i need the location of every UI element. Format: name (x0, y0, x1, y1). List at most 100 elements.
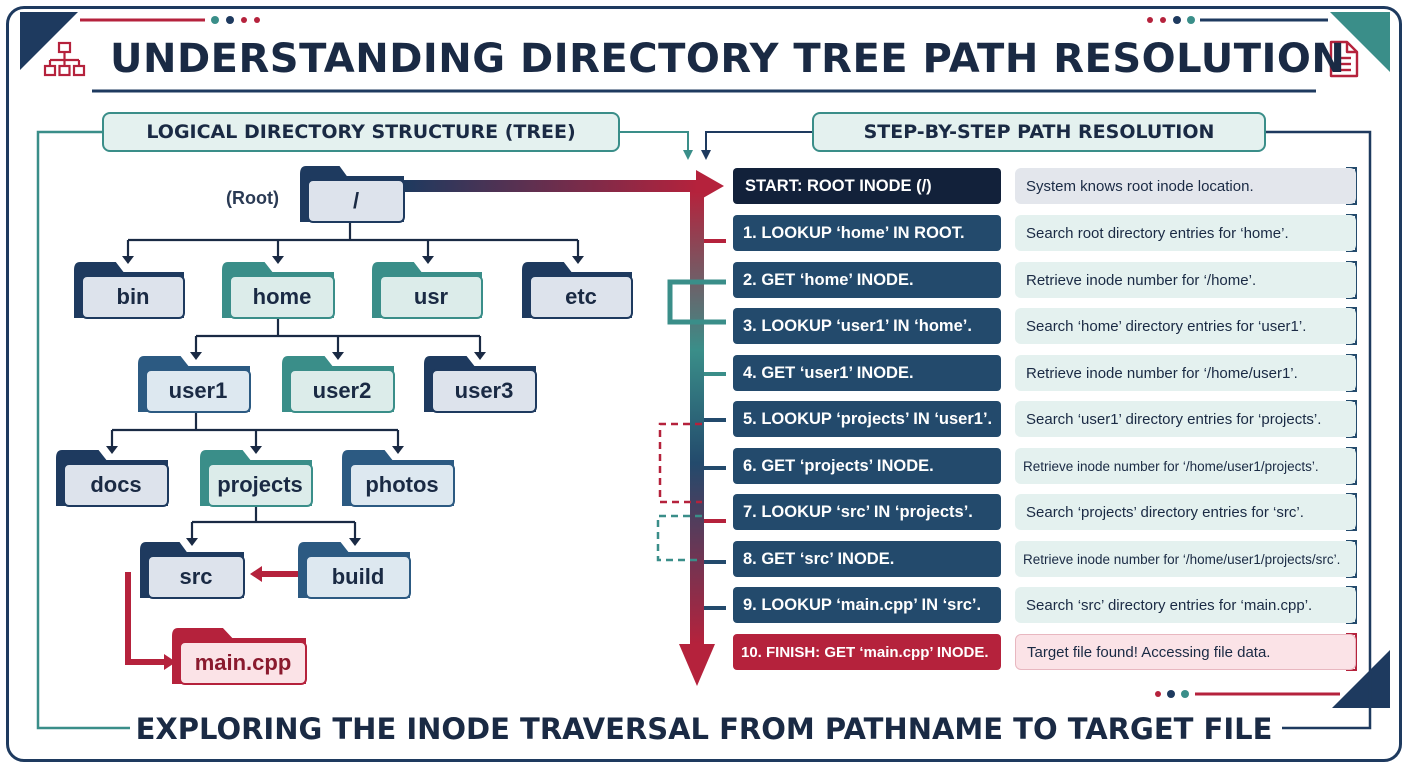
dashed-link (656, 514, 702, 562)
root-label: (Root) (226, 188, 279, 208)
step-box-3: 3. LOOKUP ‘user1’ IN ‘home’. (733, 308, 1001, 344)
folder-root[interactable] (300, 166, 405, 223)
page-subtitle: EXPLORING THE INODE TRAVERSAL FROM PATHN… (135, 712, 1273, 746)
folder-label-home: home (252, 284, 312, 309)
decor-dot (1167, 690, 1175, 698)
step-desc-10: Target file found! Accessing file data. (1015, 634, 1356, 670)
step-desc-6: Retrieve inode number for ‘/home/user1/p… (1015, 448, 1356, 484)
folder-front (145, 369, 251, 413)
folder-label-etc: etc (565, 284, 597, 309)
step-box-7: 7. LOOKUP ‘src’ IN ‘projects’. (733, 494, 1001, 530)
folder-user3[interactable] (424, 356, 537, 413)
folder-front (349, 463, 455, 507)
folder-label-user1: user1 (168, 378, 228, 403)
decor-dot (254, 17, 260, 23)
folder-src[interactable] (140, 542, 245, 599)
step-desc-3: Search ‘home’ directory entries for ‘use… (1015, 308, 1356, 344)
corner-decoration (1330, 12, 1390, 72)
root-to-start-arrow (404, 180, 698, 192)
folder-home[interactable] (222, 262, 335, 319)
folder-label-user2: user2 (312, 378, 372, 403)
connector-arrowhead (683, 150, 693, 160)
folder-label-docs: docs (90, 472, 142, 497)
step-box-4: 4. GET ‘user1’ INODE. (733, 355, 1001, 391)
folder-front (307, 179, 405, 223)
folder-front (63, 463, 169, 507)
right-section-connector (705, 131, 812, 150)
folder-label-root: / (352, 188, 360, 213)
folder-layer (56, 166, 633, 685)
step-desc-9: Search ‘src’ directory entries for ‘main… (1015, 587, 1356, 623)
decor-dot (1160, 17, 1166, 23)
folder-label-usr: usr (413, 284, 449, 309)
folder-user1[interactable] (138, 356, 251, 413)
tree-connectors (110, 222, 580, 538)
hierarchy-icon (43, 41, 86, 77)
tree-arrowheads (106, 256, 584, 546)
left-section-label: LOGICAL DIRECTORY STRUCTURE (TREE) (102, 112, 620, 152)
folder-bin[interactable] (74, 262, 185, 319)
step-desc-2: Retrieve inode number for ‘/home’. (1015, 262, 1356, 298)
folder-user2[interactable] (282, 356, 395, 413)
step-desc-8: Retrieve inode number for ‘/home/user1/p… (1015, 541, 1356, 577)
folder-front (379, 275, 483, 319)
arrowhead (164, 654, 176, 670)
step-box-10: 10. FINISH: GET ‘main.cpp’ INODE. (733, 634, 1001, 670)
left-section-connector (620, 131, 689, 150)
step-box-5: 5. LOOKUP ‘projects’ IN ‘user1’. (733, 401, 1001, 437)
step-desc-7: Search ‘projects’ directory entries for … (1015, 494, 1356, 530)
folder-label-src: src (179, 564, 213, 589)
decor-dot (226, 16, 234, 24)
folder-front (289, 369, 395, 413)
folder-front (529, 275, 633, 319)
step-box-9: 9. LOOKUP ‘main.cpp’ IN ‘src’. (733, 587, 1001, 623)
right-section-label: STEP-BY-STEP PATH RESOLUTION (812, 112, 1266, 152)
step-box-8: 8. GET ‘src’ INODE. (733, 541, 1001, 577)
left-section-frame (36, 130, 130, 730)
connector-arrowhead (701, 150, 711, 160)
folder-front (305, 555, 411, 599)
step-box-0: START: ROOT INODE (/) (733, 168, 1001, 204)
src-to-main-arrow (125, 572, 164, 665)
folder-front (229, 275, 335, 319)
folder-front (207, 463, 313, 507)
folder-front (147, 555, 245, 599)
folder-etc[interactable] (522, 262, 633, 319)
folder-label-photos: photos (365, 472, 439, 497)
right-section-frame (1266, 130, 1372, 730)
spine-arrowhead (679, 644, 715, 686)
decor-dot (1155, 691, 1161, 697)
folder-projects[interactable] (200, 450, 313, 507)
folder-build[interactable] (298, 542, 411, 599)
arrowhead (250, 566, 262, 582)
step-desc-4: Retrieve inode number for ‘/home/user1’. (1015, 355, 1356, 391)
decor-dot (1147, 17, 1153, 23)
step-box-2: 2. GET ‘home’ INODE. (733, 262, 1001, 298)
step-box-1: 1. LOOKUP ‘home’ IN ROOT. (733, 215, 1001, 251)
decor-dot (1173, 16, 1181, 24)
folder-label-bin: bin (116, 284, 150, 309)
folder-usr[interactable] (372, 262, 483, 319)
folder-label-projects: projects (217, 472, 303, 497)
folder-main[interactable] (172, 628, 307, 685)
decor-dot (241, 17, 247, 23)
folder-photos[interactable] (342, 450, 455, 507)
page-title: UNDERSTANDING DIRECTORY TREE PATH RESOLU… (110, 36, 1346, 82)
folder-front (431, 369, 537, 413)
corner-decoration (20, 12, 78, 70)
step-desc-1: Search root directory entries for ‘home’… (1015, 215, 1356, 251)
loop-connector (667, 279, 726, 325)
folder-label-user3: user3 (454, 378, 514, 403)
spine-connectors (704, 239, 726, 610)
folder-docs[interactable] (56, 450, 169, 507)
step-box-6: 6. GET ‘projects’ INODE. (733, 448, 1001, 484)
folder-label-main: main.cpp (194, 650, 292, 675)
document-icon (1329, 40, 1359, 78)
decor-dot (1181, 690, 1189, 698)
folder-front (81, 275, 185, 319)
decor-dot (211, 16, 219, 24)
step-desc-0: System knows root inode location. (1015, 168, 1356, 204)
folder-front (179, 641, 307, 685)
resolution-spine (690, 192, 704, 644)
